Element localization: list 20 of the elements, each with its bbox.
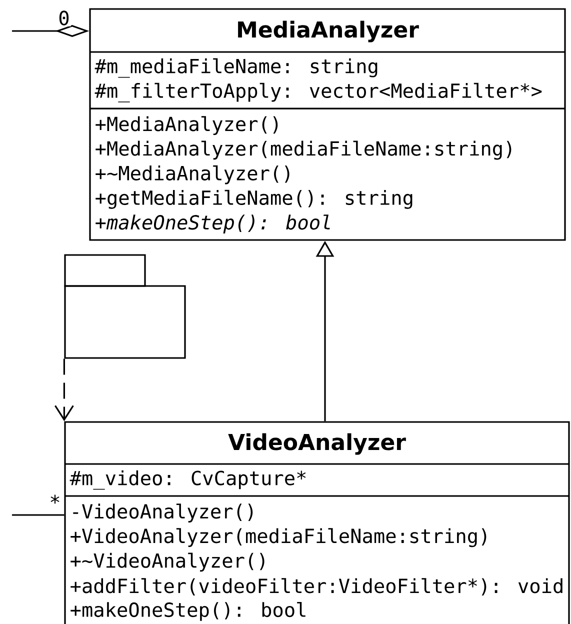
multiplicity-label: 0 — [59, 10, 69, 26]
method-text: +makeOneStep(): bool — [70, 602, 306, 621]
line — [12, 514, 64, 516]
class-name: MediaAnalyzer — [238, 20, 419, 42]
method-text: -VideoAnalyzer() — [73, 504, 253, 522]
method-text: +MediaAnalyzer() — [96, 116, 278, 136]
method-text: +addFilter(videoFilter:VideoFilter*): void — [70, 578, 562, 596]
method-text: +VideoAnalyzer(mediaFileName:string) — [70, 528, 486, 548]
attribute-text: #m_mediaFileName: string — [94, 58, 378, 78]
method-text: +makeOneStep(): bool — [96, 214, 330, 234]
method-text: +~MediaAnalyzer() — [96, 165, 290, 184]
class-name: VideoAnalyzer — [228, 433, 406, 455]
method-text: +~VideoAnalyzer() — [70, 552, 264, 572]
method-text: +MediaAnalyzer(mediaFileName:string) — [96, 140, 512, 160]
attribute-text: #m_video: CvCapture* — [70, 470, 306, 490]
method-text: +getMediaFileName(): string — [96, 190, 412, 209]
package-folder — [64, 254, 186, 359]
attribute-text: #m_filterToApply: vector<MediaFilter*> — [94, 82, 542, 102]
dependency-arrow — [54, 358, 74, 422]
multiplicity-label: * — [50, 494, 60, 504]
